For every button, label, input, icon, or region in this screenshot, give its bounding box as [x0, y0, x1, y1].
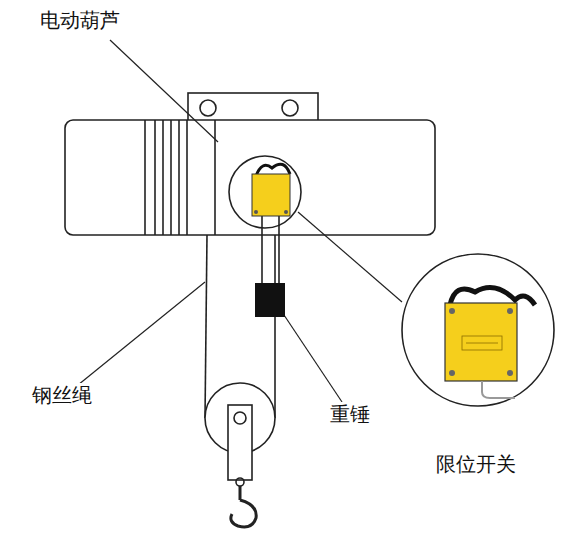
screw: [449, 308, 455, 314]
hoist-body: [65, 120, 435, 235]
hook-pin: [236, 478, 244, 486]
counterweight: [255, 283, 285, 317]
switch-wire: [482, 381, 515, 398]
pulley-axle: [234, 412, 246, 424]
hook-plate: [228, 405, 252, 480]
screw: [507, 308, 513, 314]
body-stripe: [214, 120, 216, 235]
bracket-hole: [282, 100, 298, 116]
highlight-circle: [229, 156, 301, 228]
screw: [284, 210, 288, 214]
body-stripe: [178, 120, 180, 235]
part-label: 限位开关: [434, 452, 518, 476]
mount-bracket: [188, 93, 318, 123]
limit-switch-zoom: [445, 303, 517, 381]
screw: [449, 370, 455, 376]
leader-line: [110, 40, 218, 142]
screw: [507, 370, 513, 376]
leader-line: [282, 312, 342, 402]
body-stripe: [154, 120, 156, 235]
limit-switch: [252, 174, 290, 216]
part-label: 电动葫芦: [38, 8, 122, 32]
part-label: 钢丝绳: [30, 383, 94, 407]
switch-cable: [450, 288, 535, 306]
nameplate: [462, 336, 502, 350]
part-label: 重锤: [328, 402, 372, 426]
hook: [231, 486, 256, 527]
nameplate-mark: [466, 343, 498, 344]
screw: [254, 210, 258, 214]
switch-rod: [278, 214, 280, 285]
zoom-leader: [298, 212, 402, 302]
bracket-hole: [200, 100, 216, 116]
body-stripe: [144, 120, 146, 235]
wire-rope: [205, 235, 207, 418]
wire-rope: [274, 235, 276, 418]
body-stripe: [186, 120, 188, 235]
zoom-circle: [402, 254, 554, 406]
body-stripe: [162, 120, 164, 235]
leader-line: [78, 282, 205, 385]
switch-rod: [261, 214, 263, 285]
body-stripe: [170, 120, 172, 235]
